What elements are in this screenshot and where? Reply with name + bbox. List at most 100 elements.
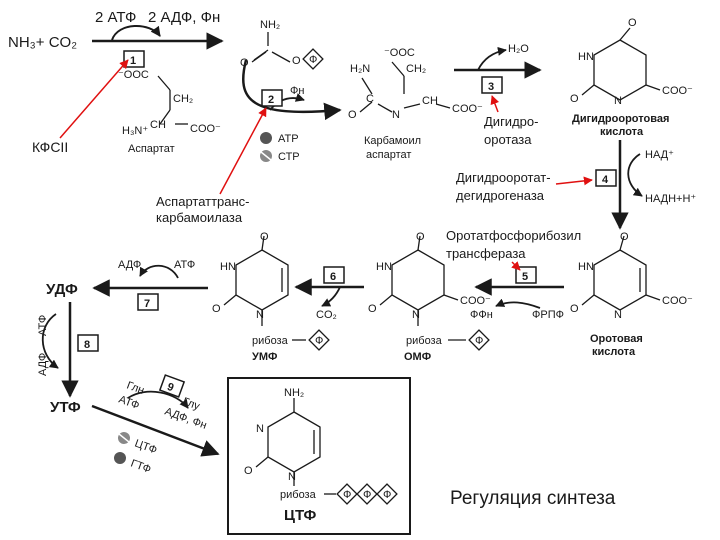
ctp-ribose: рибоза — [280, 489, 317, 501]
step2-box — [261, 89, 283, 107]
dhodh-label-line2: дегидрогеназа — [456, 188, 545, 203]
utp-label: УТФ — [50, 399, 81, 416]
step9-box — [158, 374, 186, 398]
ctp-phosphate-1: Ф — [343, 489, 351, 501]
step5-box — [515, 266, 537, 284]
step4-nad-label: НАД⁺ — [645, 149, 674, 161]
svg-text:HN: HN — [220, 261, 236, 273]
omp-structure — [379, 235, 490, 351]
step2-number: 2 — [268, 94, 274, 106]
omp-ribose: рибоза — [406, 335, 443, 347]
ctp-phosphate-2: Ф — [363, 489, 371, 501]
step6-co2-label: CO₂ — [316, 309, 337, 321]
ctp-nh2: NH₂ — [284, 387, 304, 399]
svg-text:CH: CH — [422, 95, 438, 107]
svg-text:COO⁻: COO⁻ — [190, 123, 221, 135]
step3-number: 3 — [488, 81, 494, 93]
dihydroorotate-line2: кислота — [600, 126, 644, 138]
orotate-line1: Оротовая — [590, 333, 643, 345]
svg-text:N: N — [288, 471, 296, 483]
dhoase-label-line1: Дигидро- — [484, 114, 538, 129]
step6-box — [323, 266, 345, 284]
dhoase-pointer — [490, 95, 500, 113]
svg-text:CH₂: CH₂ — [406, 63, 426, 75]
svg-text:COO⁻: COO⁻ — [662, 85, 693, 97]
carbamoyl-phosphate-structure — [251, 32, 324, 70]
step2-reg-atp: АТР — [278, 133, 299, 145]
step1-number: 1 — [130, 55, 136, 67]
step5-prpp-curve — [495, 298, 541, 309]
step5-prpp-label: ФРПФ — [532, 309, 564, 321]
step9-atp-label: АТФ — [117, 394, 141, 413]
ctp-structure-box — [227, 377, 411, 535]
step8-atp-curve — [41, 313, 59, 369]
svg-text:N: N — [614, 95, 622, 107]
step7-number: 7 — [144, 298, 150, 310]
svg-text:COO⁻: COO⁻ — [662, 295, 693, 307]
carbamoyl-phosphate-p: Ф — [309, 54, 317, 66]
svg-text:O: O — [620, 231, 629, 243]
step8-number: 8 — [84, 339, 90, 351]
svg-text:HN: HN — [376, 261, 392, 273]
step8-adp-label: АДФ — [37, 353, 49, 376]
step2-main-arrow — [242, 59, 342, 121]
svg-text:H₂N: H₂N — [350, 63, 370, 75]
step1-atp-curve — [111, 24, 161, 41]
svg-text:CH: CH — [150, 119, 166, 131]
svg-text:HN: HN — [578, 51, 594, 63]
step9-reg-gtp: ГТФ — [129, 458, 153, 476]
step2-reg-ctp: СТР — [278, 151, 300, 163]
step8-box — [77, 334, 99, 352]
step9-reg-ctp: ЦТФ — [133, 438, 159, 457]
kfs-pointer — [59, 59, 129, 139]
step3-water-label: H₂O — [508, 43, 529, 55]
step8-atp-label: АТФ — [37, 315, 49, 336]
svg-text:O: O — [348, 109, 357, 121]
step4-box — [595, 169, 617, 187]
regulation-caption: Регуляция синтеза — [450, 488, 616, 509]
svg-text:C: C — [366, 93, 374, 105]
step6-number: 6 — [330, 271, 336, 283]
carbamoyl-aspartate-line1: Карбамоил — [364, 135, 421, 147]
step9-number: 9 — [166, 381, 176, 394]
atc-label-line1: Аспартаттранс- — [156, 194, 250, 209]
ump-phosphate: Ф — [315, 335, 323, 347]
svg-text:O: O — [628, 17, 637, 29]
step1-box — [123, 50, 145, 68]
omp-label: ОМФ — [404, 351, 431, 363]
step1-atp-label: 2 АТФ — [95, 9, 136, 26]
svg-text:CH₂: CH₂ — [173, 93, 193, 105]
svg-text:NH₂: NH₂ — [260, 19, 280, 31]
oprt-label-line1: Оротатфосфорибозил — [446, 228, 581, 243]
svg-text:O: O — [368, 303, 377, 315]
step4-number: 4 — [602, 174, 609, 186]
gtp-activator-icon — [114, 452, 126, 464]
svg-text:N: N — [614, 309, 622, 321]
kfs-label: КФСII — [32, 139, 68, 155]
svg-text:COO⁻: COO⁻ — [460, 295, 491, 307]
dihydroorotate-line1: Дигидрооротовая — [572, 113, 669, 125]
svg-text:O: O — [416, 231, 425, 243]
svg-text:N: N — [256, 309, 264, 321]
ctp-label: ЦТФ — [284, 507, 317, 524]
omp-phosphate: Ф — [475, 335, 483, 347]
udp-label: УДФ — [46, 281, 78, 298]
svg-text:N: N — [256, 423, 264, 435]
svg-text:O: O — [244, 465, 253, 477]
svg-text:O: O — [212, 303, 221, 315]
oprt-pointer — [511, 261, 521, 271]
ctp-phosphate-3: Ф — [383, 489, 391, 501]
step5-number: 5 — [522, 271, 528, 283]
step3-box — [481, 76, 503, 94]
ctp-structure — [255, 398, 398, 505]
step2-pi-label: Фн — [290, 85, 304, 97]
svg-text:⁻OOC: ⁻OOC — [384, 47, 415, 59]
svg-text:N: N — [392, 109, 400, 121]
step6-co2-curve — [321, 286, 341, 307]
step9-gln-label: Глн — [125, 380, 146, 397]
svg-text:H₃N⁺: H₃N⁺ — [122, 125, 148, 137]
carbamoyl-aspartate-structure — [359, 61, 451, 113]
svg-text:O: O — [292, 55, 301, 67]
svg-text:N: N — [412, 309, 420, 321]
